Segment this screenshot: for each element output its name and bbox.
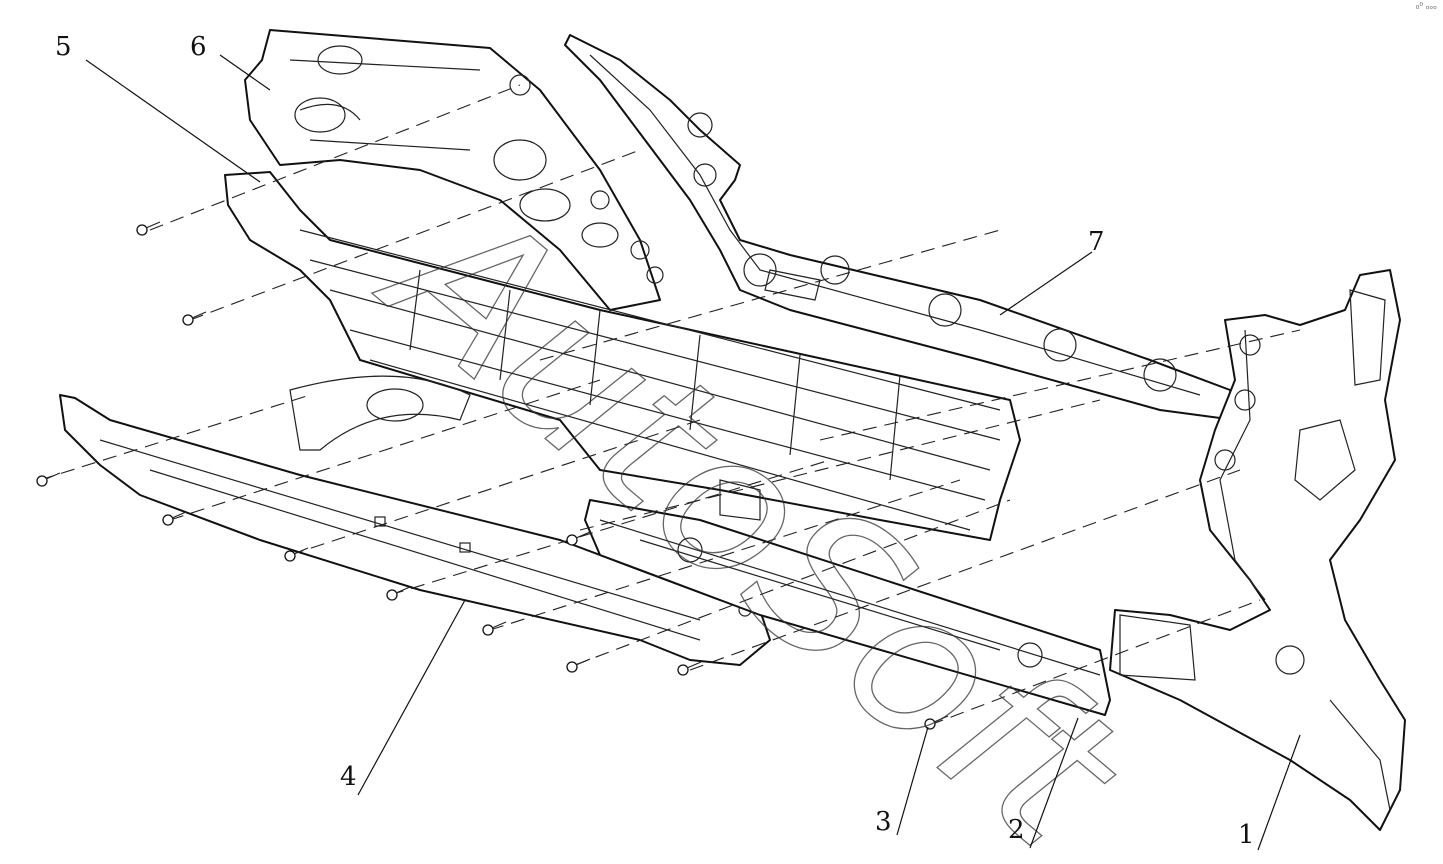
bolt — [482, 621, 507, 636]
bolt — [284, 547, 309, 562]
part-4-lower-valance — [59, 394, 771, 666]
assembly-lines — [39, 84, 1301, 726]
bolt — [677, 661, 702, 676]
callout-1: 1 — [1238, 820, 1255, 850]
bolt — [566, 531, 591, 546]
leader-lines — [85, 54, 1301, 851]
bolt — [386, 586, 411, 601]
bolts — [36, 221, 949, 730]
callout-4: 4 — [340, 762, 357, 792]
part-7-upper-bracket — [564, 34, 1236, 421]
part-2-trim-strip — [584, 499, 1111, 716]
callout-7: 7 — [1088, 227, 1105, 257]
part-1-bumper-cover — [1109, 269, 1406, 831]
bolt — [182, 311, 207, 326]
callout-5: 5 — [55, 32, 72, 62]
bolt — [162, 511, 187, 526]
callouts: 1 2 3 4 5 6 7 — [55, 32, 1255, 850]
bolt — [136, 221, 161, 236]
bolt — [566, 658, 591, 673]
callout-3: 3 — [875, 807, 892, 837]
callout-2: 2 — [1008, 815, 1025, 845]
corner-mark: ₀⁰ ₒₒₒ — [1415, 2, 1437, 12]
bolt — [924, 715, 949, 730]
part-6-splash-shield — [244, 29, 664, 311]
bolt — [36, 472, 61, 487]
part-5-grille — [224, 171, 1021, 541]
callout-6: 6 — [190, 32, 207, 62]
part-lower-shield — [289, 375, 471, 451]
